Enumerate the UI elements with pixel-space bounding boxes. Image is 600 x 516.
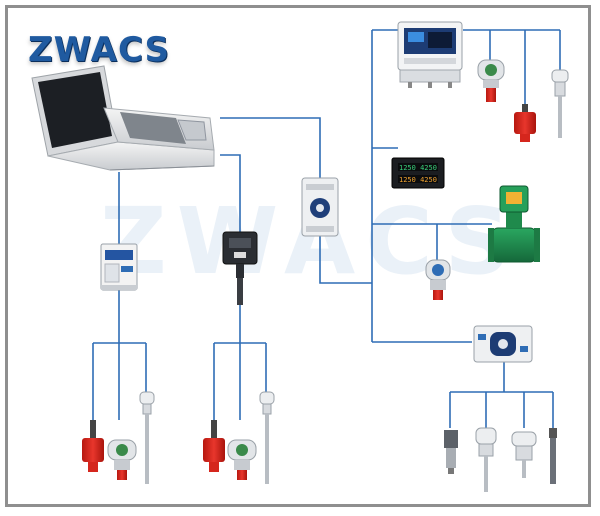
pressure-transmitter-icon — [425, 259, 451, 300]
temperature-probe-icon — [511, 431, 537, 478]
signal-converter-icon — [473, 325, 533, 363]
temperature-probe-icon — [475, 427, 497, 492]
pressure-transmitter-icon — [444, 430, 458, 474]
laptop-icon — [31, 65, 215, 171]
temperature-probe-icon — [259, 391, 275, 484]
red-pressure-sensor-icon — [203, 420, 225, 472]
pressure-transmitter-icon — [227, 439, 257, 480]
svg-text:1250 4250: 1250 4250 — [399, 176, 437, 184]
digital-panel-meter-icon: 1250 4250 1250 4250 — [391, 157, 445, 189]
din-rail-module-icon — [100, 243, 138, 291]
pressure-transmitter-icon — [107, 439, 137, 480]
level-sensor-icon — [549, 428, 557, 484]
usb-converter-icon — [222, 231, 258, 305]
svg-text:1250 4250: 1250 4250 — [399, 164, 437, 172]
protocol-gateway-icon — [301, 177, 339, 237]
temperature-probe-icon — [551, 69, 569, 138]
connection-lines — [92, 29, 561, 428]
electromagnetic-flowmeter-icon — [488, 185, 540, 263]
multi-channel-controller-icon — [397, 21, 463, 88]
red-pressure-sensor-icon — [82, 420, 104, 472]
pressure-transmitter-icon — [477, 59, 505, 102]
red-pressure-sensor-icon — [514, 104, 536, 142]
logo: ZWACS — [28, 30, 171, 70]
temperature-probe-icon — [139, 391, 155, 484]
